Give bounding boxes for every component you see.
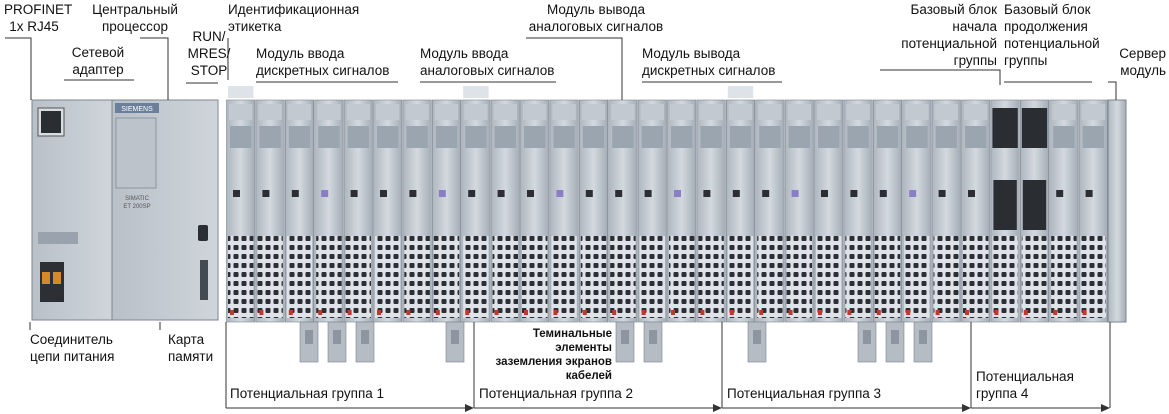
group-arrows [225,322,1111,412]
io-module [725,99,755,323]
shield-terminal [445,321,465,363]
io-module [490,99,520,323]
io-module [284,99,314,323]
shield-terminal [643,321,663,363]
label-run: RUN/ MRES/ STOP [187,29,231,78]
io-module [402,99,432,323]
label-base-cont: Базовый блок продолжения потенциальной г… [1004,2,1100,68]
io-module [255,99,285,323]
ident-label-strip [463,86,489,98]
shield-terminal [913,321,933,363]
label-ai: Модуль ввода аналоговых сигналов [420,46,555,78]
shield-terminal [299,321,319,363]
io-module [461,99,491,323]
io-module [990,99,1020,323]
shield-terminal [327,321,347,363]
label-power: Соединитель цепи питания [30,332,115,364]
group-label-1: Потенциальная группа 1 [230,386,385,401]
io-module [608,99,638,323]
shield-terminal [857,321,877,363]
server-module [1107,99,1127,323]
io-module [431,99,461,323]
label-cpu: Центральный процессор [92,2,178,34]
io-module [314,99,344,323]
shield-terminal [747,321,767,363]
label-di: Модуль ввода дискретных сигналов [256,46,390,78]
label-net-adapter: Сетевой адаптер [71,45,125,77]
label-ident: Идентификационная этикетка [228,2,360,34]
io-module [1078,99,1108,323]
ident-label-strip [228,86,254,98]
label-base-start: Базовый блок начала потенциальной группы [901,2,997,68]
brand-text: SIEMENS [121,106,153,113]
label-dq: Модуль вывода дискретных сигналов [642,46,776,78]
io-modules [226,86,1108,323]
io-module [872,99,902,323]
group-label-2: Потенциальная группа 2 [479,386,634,401]
io-module [637,99,667,323]
label-shield: Теминальные элементы заземления экранов … [495,328,612,382]
label-profinet: PROFINET 1x RJ45 [4,2,73,34]
io-module [961,99,991,323]
io-module [696,99,726,323]
group-label-4: Потенциальная группа 4 [976,369,1074,401]
io-module [843,99,873,323]
io-module [520,99,550,323]
shield-terminal [885,321,905,363]
io-module [373,99,403,323]
io-module [1019,99,1049,323]
shield-terminal [355,321,375,363]
label-server: Сервер модуль [1119,46,1166,78]
leader-lines [5,37,1117,330]
io-module [226,99,256,323]
network-adapter [31,99,113,321]
io-module [549,99,579,323]
io-module [755,99,785,323]
shield-terminal [615,321,635,363]
ident-label-strip [727,86,754,98]
io-module [1049,99,1079,323]
io-module [343,99,373,323]
io-module [578,99,608,323]
io-module [931,99,961,323]
io-module [784,99,814,323]
shield-terminals [299,321,933,363]
io-module [814,99,844,323]
group-label-3: Потенциальная группа 3 [727,386,882,401]
label-card: Карта памяти [168,332,214,364]
label-ao-top: Модуль вывода аналоговых сигналов [528,2,664,34]
io-module [902,99,932,323]
io-module [667,99,697,323]
